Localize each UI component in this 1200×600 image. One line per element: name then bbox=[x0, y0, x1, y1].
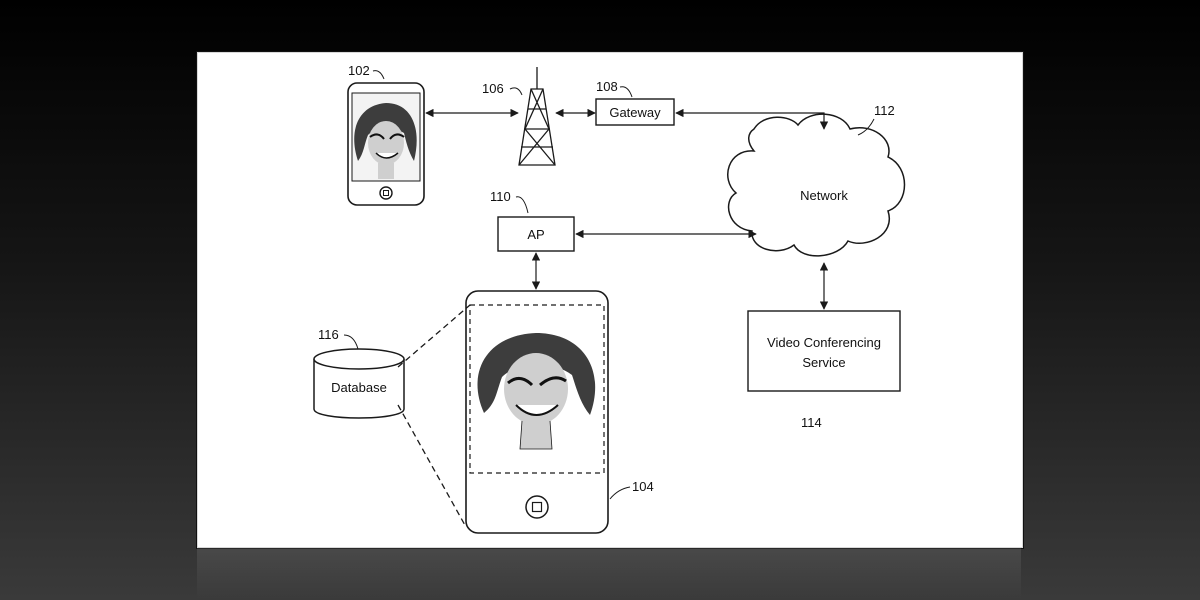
video-service-line2: Service bbox=[802, 355, 845, 370]
projection-line-top bbox=[397, 304, 471, 368]
ref-108: 108 bbox=[596, 79, 618, 94]
diagram-canvas: 102 106 Gateway 108 AP 110 Network 112 V… bbox=[313, 63, 906, 534]
ref-114: 114 bbox=[801, 415, 822, 430]
ref-110: 110 bbox=[490, 189, 511, 204]
panel-reflection bbox=[197, 548, 1021, 600]
projection-line-bottom bbox=[397, 404, 467, 528]
ref-104: 104 bbox=[632, 479, 654, 494]
gateway-box bbox=[595, 98, 675, 126]
database-label: Database bbox=[331, 380, 387, 395]
face-large bbox=[477, 333, 596, 450]
ap-box bbox=[497, 216, 575, 252]
ref-112: 112 bbox=[874, 103, 895, 118]
link-gateway-network bbox=[675, 108, 829, 130]
database-cylinder bbox=[313, 348, 405, 419]
cell-tower bbox=[518, 67, 556, 166]
ref-106: 106 bbox=[482, 81, 504, 96]
ap-label: AP bbox=[527, 227, 544, 242]
video-service-line1: Video Conferencing bbox=[767, 335, 881, 350]
network-label: Network bbox=[800, 188, 848, 203]
large-phone bbox=[465, 290, 609, 534]
ref-102: 102 bbox=[348, 63, 370, 78]
small-phone: 102 bbox=[347, 63, 425, 206]
diagram-panel: 102 106 Gateway 108 AP 110 Network 112 V… bbox=[197, 52, 1023, 548]
video-service-box bbox=[747, 310, 901, 392]
network-cloud bbox=[727, 113, 906, 257]
ref-116: 116 bbox=[318, 327, 339, 342]
gateway-label: Gateway bbox=[609, 105, 661, 120]
face-small bbox=[354, 103, 417, 179]
